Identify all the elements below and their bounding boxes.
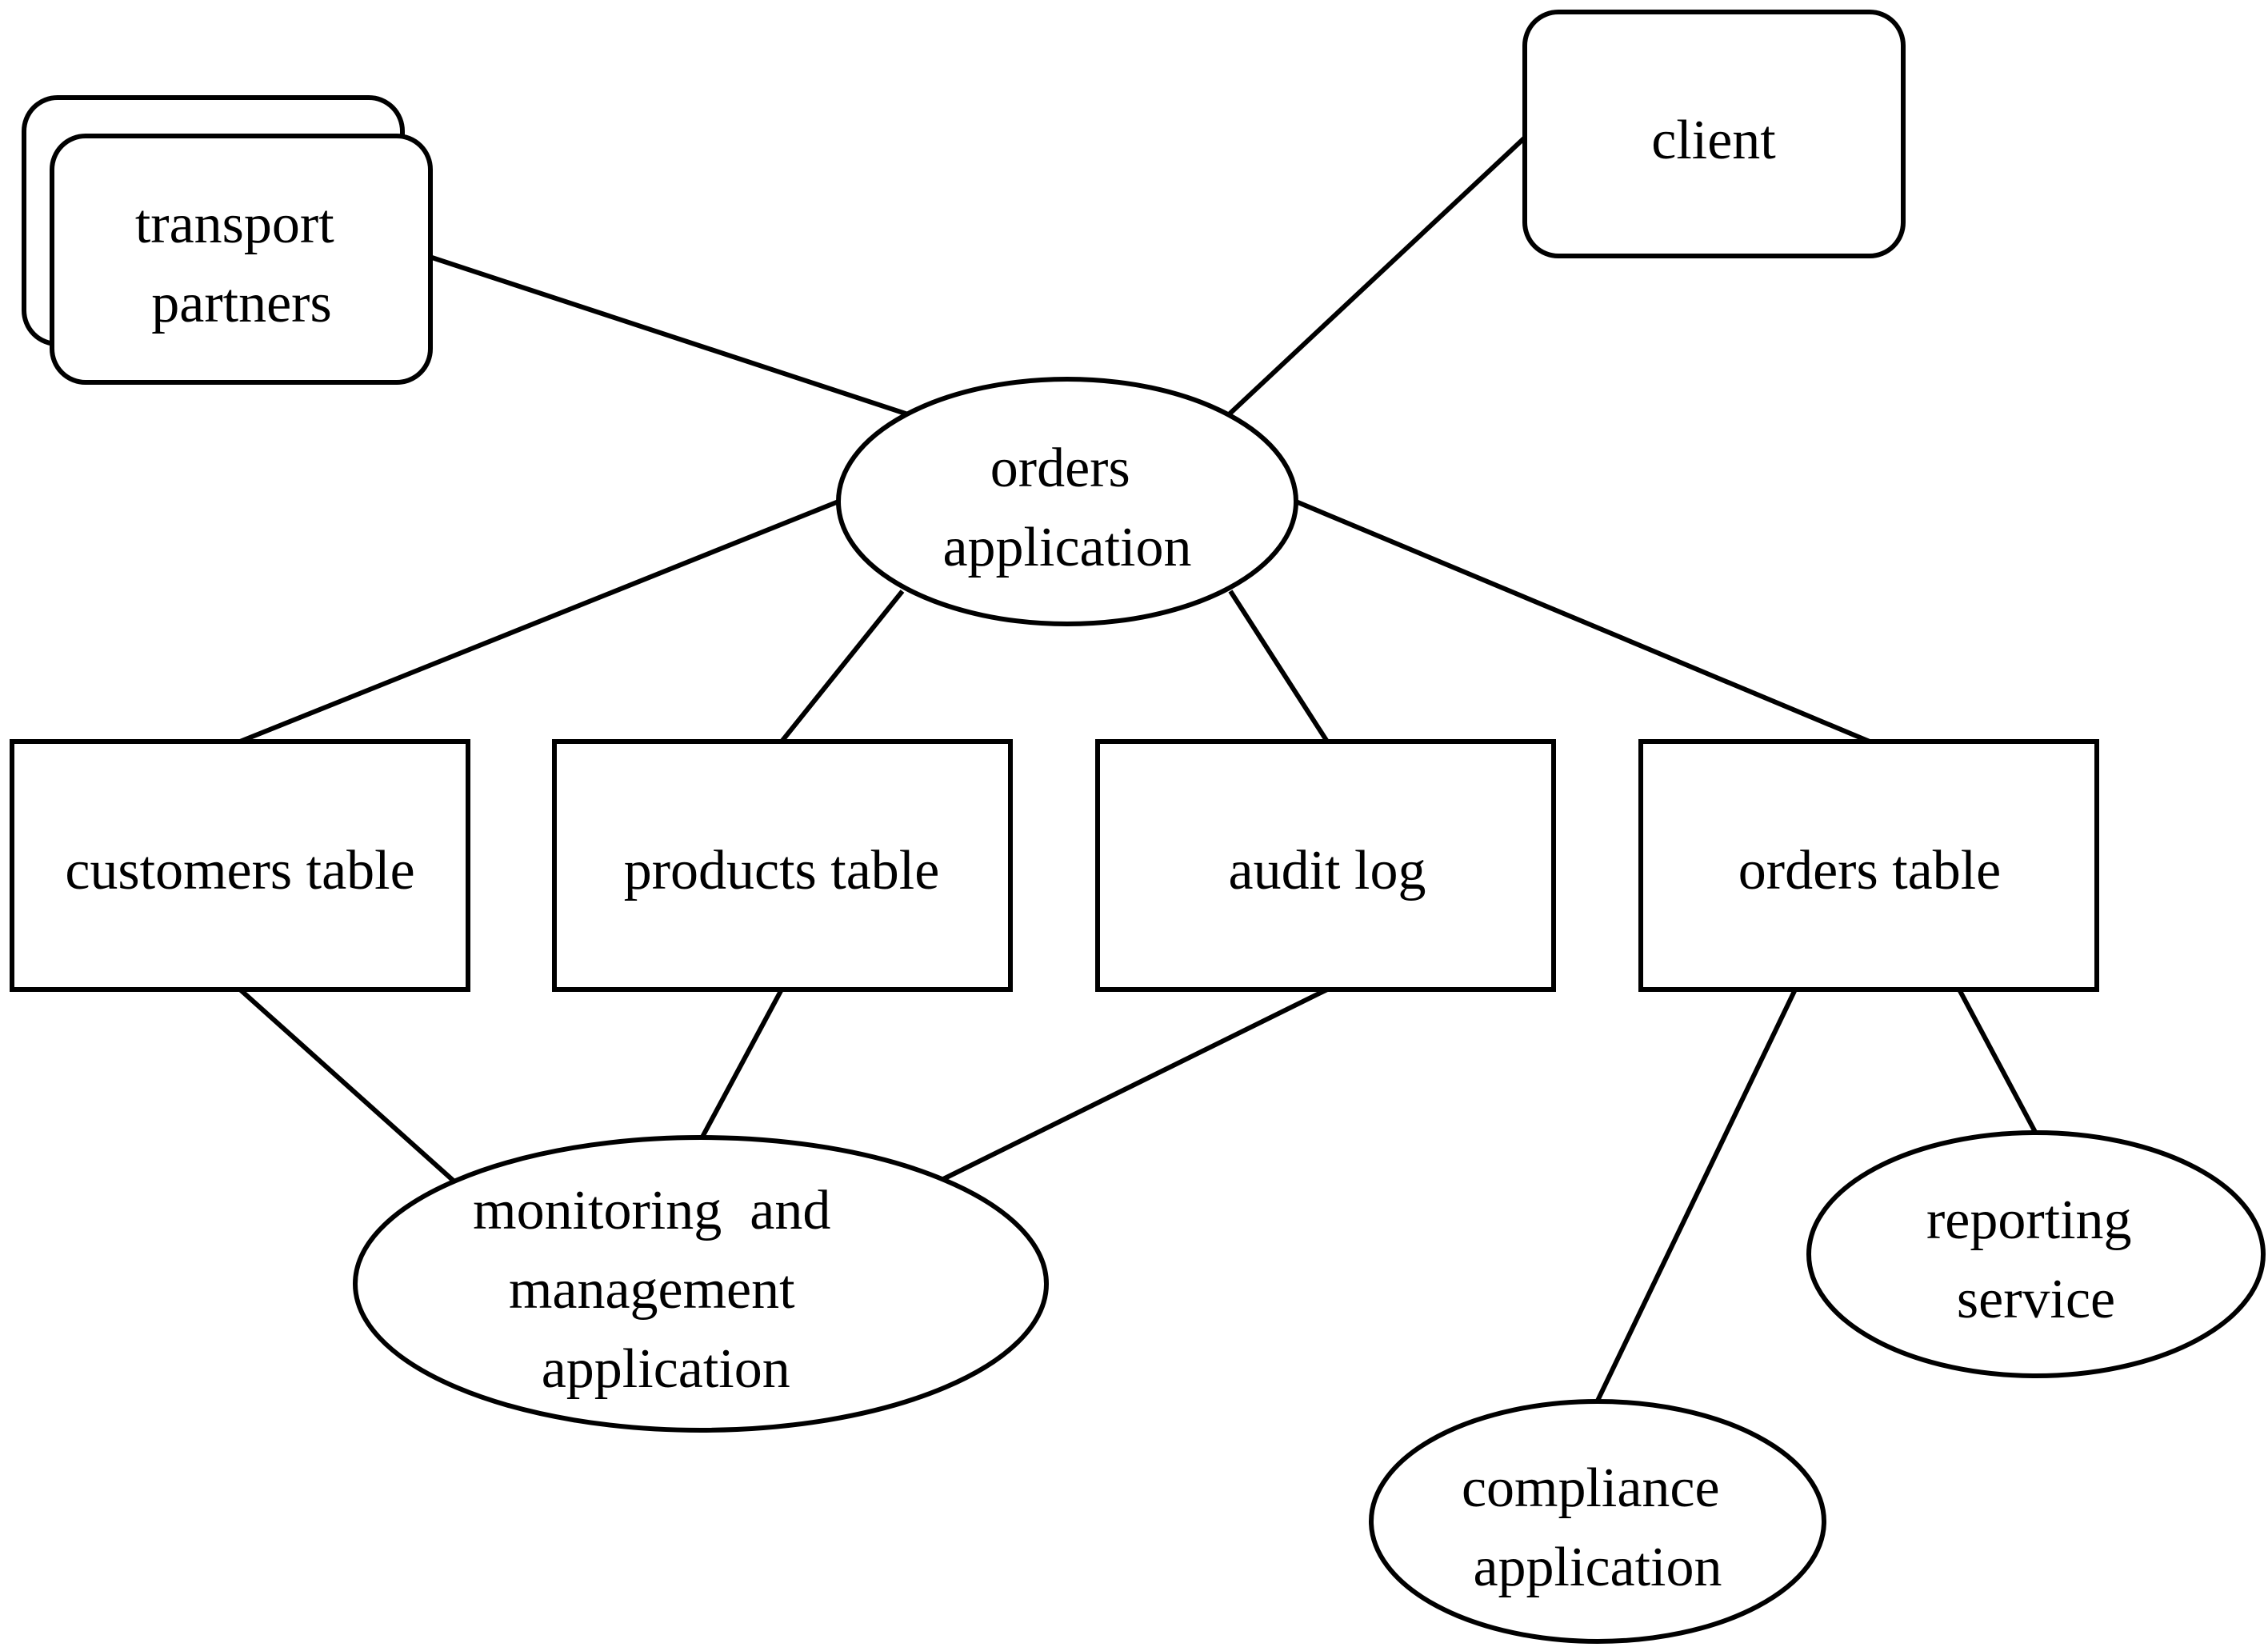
- node-compliance-application: compliance application: [1369, 1399, 1826, 1644]
- node-transport-partners: transport partners: [22, 95, 433, 385]
- node-customers-table: customers table: [10, 739, 470, 992]
- compliance-app-label: compliance application: [1462, 1457, 1734, 1598]
- edge-orders-application-audit-log: [1228, 590, 1330, 743]
- orders-application-label-line-1: orders: [990, 438, 1130, 499]
- edge-orders-application-orders-table: [1294, 499, 1871, 744]
- monitoring-app-ellipse: [353, 1135, 1049, 1433]
- node-audit-log: audit log: [1095, 739, 1556, 992]
- audit-log-label: audit log: [1229, 840, 1426, 901]
- client-box: [1522, 10, 1906, 258]
- products-table-label: products table: [624, 840, 940, 901]
- edge-audit-log-monitoring-app: [940, 987, 1329, 1182]
- orders-table-label-line-1: orders table: [1738, 840, 2001, 901]
- reporting-service-ellipse: [1806, 1130, 2266, 1378]
- node-monitoring-and-management-application: monitoring and management application: [353, 1135, 1049, 1433]
- connectors: [238, 135, 2038, 1402]
- audit-log-box: [1095, 739, 1556, 992]
- node-orders-table: orders table: [1638, 739, 2099, 992]
- edge-orders-application-products-table: [779, 590, 905, 743]
- node-reporting-service: reporting service: [1806, 1130, 2266, 1378]
- monitoring-app-label-line-2: management: [509, 1259, 795, 1321]
- reporting-service-label-line-2: service: [1957, 1269, 2115, 1330]
- edge-orders-table-compliance-app: [1595, 988, 1798, 1402]
- orders-application-label: orders application: [942, 438, 1191, 578]
- client-label: client: [1651, 110, 1776, 171]
- node-client: client: [1522, 10, 1906, 258]
- edge-products-table-monitoring-app: [698, 988, 784, 1141]
- node-products-table: products table: [552, 739, 1013, 992]
- customers-table-box: [10, 739, 470, 992]
- customers-table-label-line-1: customers table: [65, 840, 414, 901]
- compliance-app-label-line-2: application: [1473, 1537, 1722, 1598]
- orders-application-label-line-2: application: [942, 517, 1191, 578]
- compliance-app-label-line-1: compliance: [1462, 1457, 1720, 1519]
- node-orders-application: orders application: [836, 377, 1298, 626]
- transport-partners-front-card: [50, 134, 433, 385]
- edge-orders-application-customers-table: [238, 499, 840, 744]
- monitoring-app-label-line-1: monitoring and: [473, 1180, 830, 1241]
- reporting-service-label: reporting service: [1926, 1189, 2146, 1330]
- transport-partners-label-line-1: transport: [135, 194, 334, 255]
- edge-transport-partners-orders-application: [431, 255, 909, 417]
- edge-customers-table-monitoring-app: [238, 987, 458, 1185]
- client-label-line-1: client: [1651, 110, 1776, 171]
- compliance-app-ellipse: [1369, 1399, 1826, 1644]
- audit-log-label-line-1: audit log: [1229, 840, 1426, 901]
- reporting-service-label-line-1: reporting: [1926, 1189, 2132, 1251]
- products-table-label-line-1: products table: [624, 840, 940, 901]
- edge-orders-table-reporting-service: [1957, 988, 2038, 1135]
- edge-client-orders-application: [1223, 135, 1527, 420]
- orders-table-box: [1638, 739, 2099, 992]
- monitoring-app-label-line-3: application: [542, 1338, 790, 1400]
- customers-table-label: customers table: [65, 840, 414, 901]
- products-table-box: [552, 739, 1013, 992]
- transport-partners-label-line-2: partners: [151, 273, 331, 334]
- orders-table-label: orders table: [1738, 840, 2001, 901]
- monitoring-app-label: monitoring and management application: [473, 1180, 929, 1400]
- transport-partners-label: transport partners: [135, 194, 348, 334]
- orders-application-ellipse: [836, 377, 1298, 626]
